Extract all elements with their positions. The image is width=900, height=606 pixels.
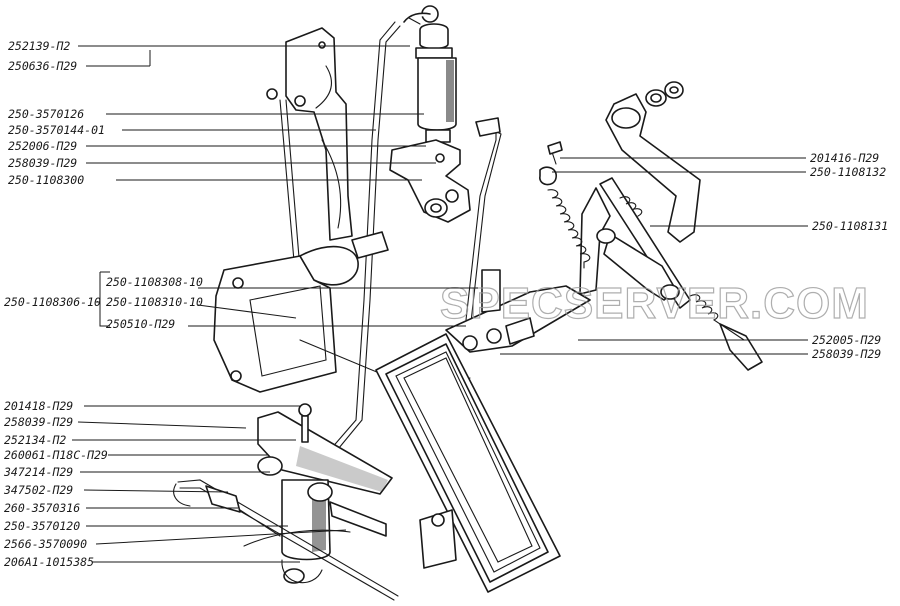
callout-label: 250636-П29: [8, 59, 77, 73]
control-tube: [329, 21, 396, 451]
coil-spring-left: [547, 189, 591, 269]
parts-drawing: [173, 5, 763, 601]
callout-label: 252005-П29: [812, 333, 881, 347]
callout-label: 250-3570120: [4, 519, 80, 533]
callout-label: 250-1108132: [810, 165, 886, 179]
pneumatic-cylinder: [403, 5, 457, 143]
callout-label: 201418-П29: [4, 399, 73, 413]
callout-label: 201416-П29: [810, 151, 879, 165]
callout-label: 250-1108310-10: [106, 295, 203, 309]
callout-label: 258039-П29: [4, 415, 73, 429]
callout-label: 260-3570316: [4, 501, 80, 515]
callout-label: 252139-П2: [8, 39, 70, 53]
callout-label: 250-1108300: [8, 173, 84, 187]
callout-label: 258039-П29: [812, 347, 881, 361]
callout-label: 250-1108308-10: [106, 275, 203, 289]
callout-label: 347502-П29: [3, 483, 73, 497]
pedal-bracket: [445, 269, 591, 353]
callout-label: 250-3570126: [8, 107, 84, 121]
callout-label: 252006-П29: [8, 139, 77, 153]
callout-label: 250510-П29: [106, 317, 175, 331]
lower-tubes: [173, 479, 399, 601]
callout-label: 250-3570144-01: [8, 123, 105, 137]
callout-label: 250-1108131: [812, 219, 888, 233]
valve-cylinder: [257, 456, 333, 584]
callout-label: 347214-П29: [3, 465, 73, 479]
callout-labels-left: 252139-П2 250636-П29 250-3570126 250-357…: [3, 39, 203, 569]
callout-label: 206А1-1015385: [4, 555, 94, 569]
coil-spring-right: [619, 196, 745, 341]
callout-label: 258039-П29: [8, 156, 77, 170]
watermark-text: SPECSERVER.COM: [440, 279, 869, 328]
callout-label: 250-1108306-10: [4, 295, 101, 309]
leader-lines: [72, 45, 808, 563]
accelerator-pedal-pad: [375, 333, 561, 593]
callout-labels-right: 201416-П29 250-1108132 250-1108131 25200…: [810, 151, 888, 361]
callout-label: 252134-П2: [4, 433, 66, 447]
callout-label: 2566-3570090: [4, 537, 87, 551]
callout-label: 260061-П18С-П29: [4, 448, 108, 462]
upper-bracket: [285, 27, 353, 241]
return-spring-mechanism: [579, 81, 763, 371]
cylinder-lever: [389, 139, 471, 223]
lower-bracket: [257, 403, 393, 495]
